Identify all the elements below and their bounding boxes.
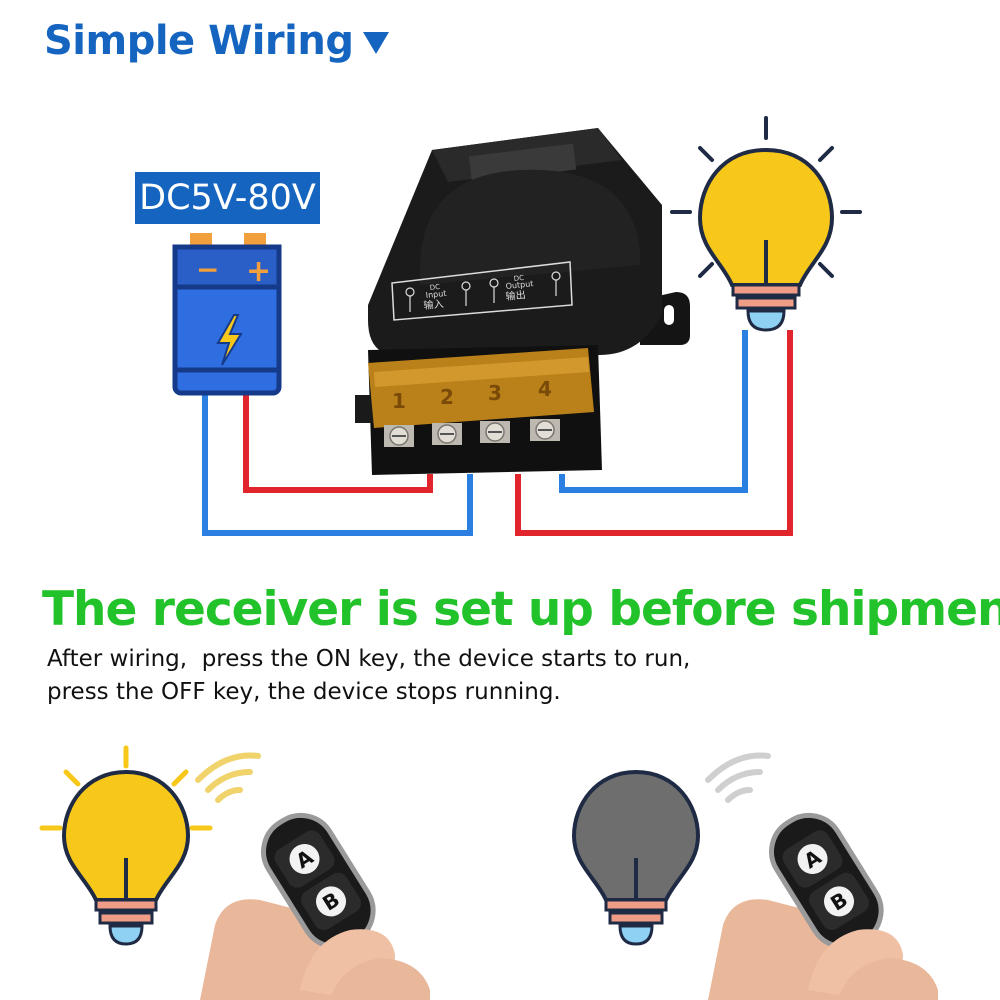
relay-receiver: DC Input 输入 DC Output 输出 1 2 3 4 — [355, 128, 690, 475]
terminal-screw-1 — [384, 425, 414, 447]
receiver-output-dc-tag: DC — [513, 274, 524, 283]
receiver-label-strip: DC Input 输入 DC Output 输出 — [391, 261, 573, 321]
bottom-lightbulb-off-icon — [571, 752, 771, 946]
wire-output-to-bulb-blue — [559, 330, 748, 493]
terminal-screws — [384, 419, 560, 447]
wiring — [202, 330, 793, 536]
receiver-input-label: Input — [425, 289, 447, 300]
terminal-4-label: 4 — [538, 377, 552, 401]
terminal-2-label: 2 — [440, 385, 454, 409]
bottom-lightbulb-on-icon — [39, 745, 261, 946]
battery-minus-sign: − — [196, 253, 219, 286]
receiver-output-label-cn: 输出 — [505, 288, 526, 303]
terminal-screw-3 — [480, 421, 510, 443]
terminal-screw-4 — [530, 419, 560, 441]
terminal-1-label: 1 — [392, 389, 406, 413]
subtitle-heading: The receiver is set up before shipment — [42, 582, 1000, 637]
voltage-badge: DC5V-80V — [135, 172, 320, 224]
remote-hand-right: A B — [708, 812, 938, 1000]
triangle-down-icon — [363, 32, 390, 54]
receiver-input-label-cn: 输入 — [423, 297, 444, 312]
lightbulb-on-icon — [670, 116, 862, 332]
terminal-screw-2 — [432, 423, 462, 445]
wire-battery-negative — [202, 390, 473, 536]
receiver-output-label: Output — [505, 279, 534, 291]
heading-title: Simple Wiring — [44, 18, 354, 64]
page-heading: Simple Wiring — [44, 18, 390, 64]
description-line-1: After wiring, press the ON key, the devi… — [47, 646, 691, 672]
battery-icon: − + — [172, 233, 282, 396]
remote-hand-left: A B — [200, 812, 430, 1000]
battery-plus-sign: + — [246, 254, 271, 289]
terminal-3-label: 3 — [488, 381, 502, 405]
signal-waves-icon — [195, 752, 261, 803]
wire-battery-positive — [243, 390, 433, 493]
signal-waves-off-icon — [705, 752, 771, 803]
description-line-2: press the OFF key, the device stops runn… — [47, 679, 561, 705]
terminal-numbers: 1 2 3 4 — [392, 377, 552, 413]
receiver-input-dc-tag: DC — [429, 283, 440, 292]
wire-output-to-bulb-red — [515, 330, 793, 536]
lightning-icon — [216, 314, 243, 366]
